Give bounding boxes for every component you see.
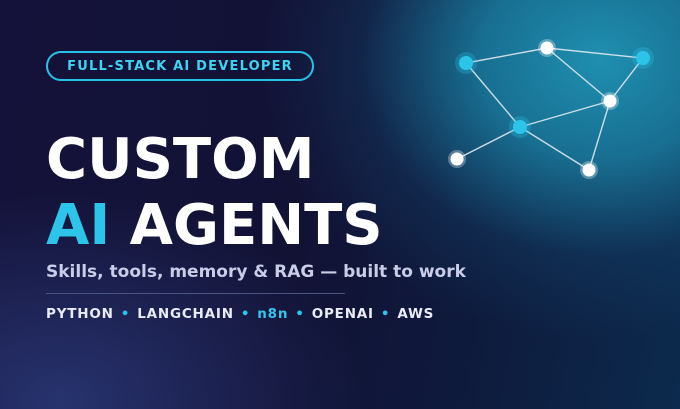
tagline: Skills, tools, memory & RAG — built to w… (46, 262, 466, 282)
network-node (450, 152, 464, 166)
separator-dot: • (380, 306, 391, 322)
network-node (540, 41, 554, 55)
separator-dot: • (120, 306, 131, 322)
headline-accent: AI (46, 193, 111, 258)
network-nodes (448, 39, 654, 179)
headline-line-1: CUSTOM (46, 127, 315, 192)
network-node (513, 120, 527, 134)
tech-python: PYTHON (46, 306, 114, 322)
headline-line-2: AI AGENTS (46, 198, 383, 254)
headline-rest: AGENTS (110, 193, 383, 258)
network-node (582, 163, 596, 177)
network-node (459, 56, 473, 70)
separator-dot: • (295, 306, 305, 322)
tech-stack-list: PYTHON • LANGCHAIN • n8n • OPENAI • AWS (46, 306, 434, 322)
tech-aws: AWS (397, 306, 435, 322)
separator-dot: • (240, 306, 251, 322)
tech-n8n: n8n (257, 306, 289, 322)
network-node (636, 51, 650, 65)
divider (46, 293, 345, 294)
tech-openai: OPENAI (311, 306, 374, 322)
role-badge-label: FULL-STACK AI DEVELOPER (67, 58, 293, 74)
tech-langchain: LANGCHAIN (137, 306, 234, 322)
network-node (603, 94, 617, 108)
role-badge: FULL-STACK AI DEVELOPER (46, 51, 314, 81)
